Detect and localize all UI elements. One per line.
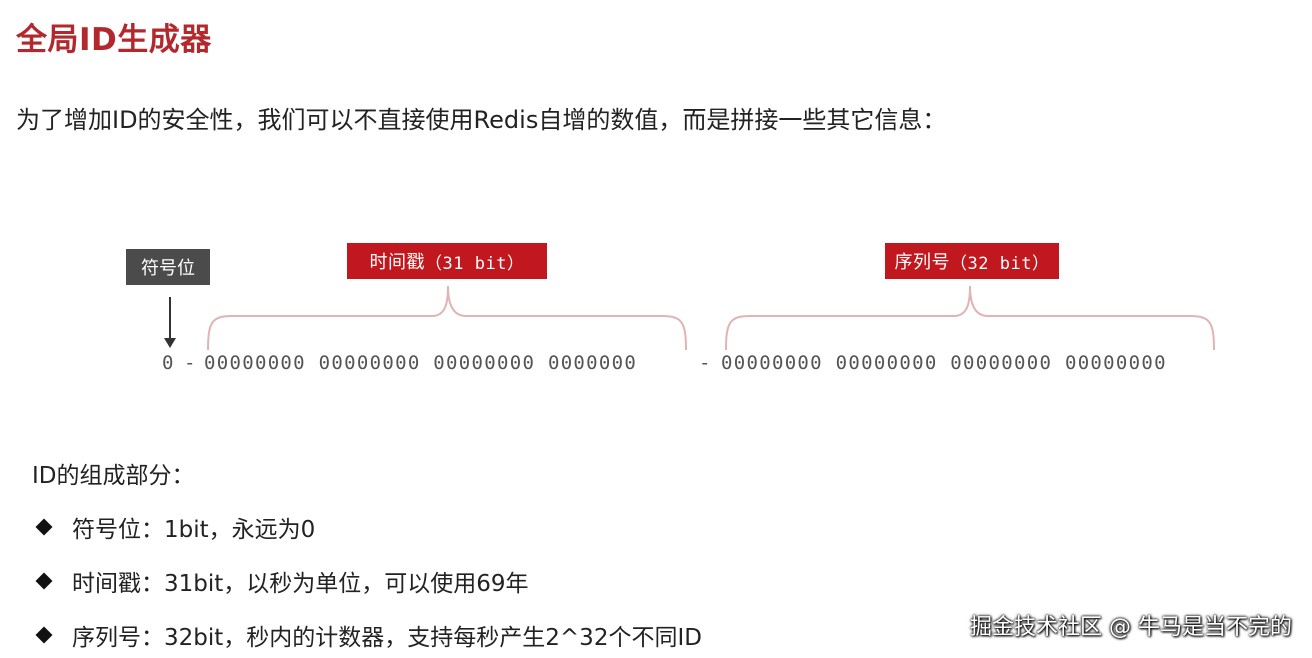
sequence-label: 序列号（32 bit） <box>885 243 1059 279</box>
list-item: 序列号：32bit，秒内的计数器，支持每秒产生2^32个不同ID <box>32 618 702 652</box>
list-item-text: 序列号：32bit，秒内的计数器，支持每秒产生2^32个不同ID <box>72 625 702 651</box>
diamond-bullet-icon <box>35 626 53 644</box>
page-title: 全局ID生成器 <box>16 22 212 58</box>
list-item-text: 时间戳：31bit，以秒为单位，可以使用69年 <box>72 571 529 597</box>
composition-heading: ID的组成部分： <box>32 463 195 489</box>
separator-dash-1: - <box>184 352 197 374</box>
list-item-text: 符号位：1bit，永远为0 <box>72 517 316 543</box>
list-item: 符号位：1bit，永远为0 <box>32 510 315 544</box>
list-item: 时间戳：31bit，以秒为单位，可以使用69年 <box>32 564 529 598</box>
arrow-down-icon <box>164 338 176 348</box>
diamond-bullet-icon <box>35 518 53 536</box>
sign-arrow <box>169 297 171 339</box>
sequence-brace <box>725 285 1215 351</box>
diamond-bullet-icon <box>35 572 53 590</box>
timestamp-bits-text: （31 bit） <box>425 253 525 274</box>
sequence-label-text: 序列号 <box>894 252 951 273</box>
sign-bit-value: 0 <box>162 352 175 374</box>
timestamp-brace <box>207 285 687 351</box>
sequence-bits: 00000000 00000000 00000000 00000000 <box>721 352 1167 374</box>
sequence-bits-text: （32 bit） <box>950 253 1050 274</box>
sign-bit-label: 符号位 <box>126 249 210 285</box>
timestamp-label: 时间戳（31 bit） <box>347 243 547 279</box>
timestamp-label-text: 时间戳 <box>369 252 426 273</box>
timestamp-bits: 00000000 00000000 00000000 0000000 <box>204 352 638 374</box>
intro-text: 为了增加ID的安全性，我们可以不直接使用Redis自增的数值，而是拼接一些其它信… <box>16 106 947 134</box>
separator-dash-2: - <box>699 352 712 374</box>
watermark: 掘金技术社区 @ 牛马是当不完的 <box>970 615 1292 640</box>
